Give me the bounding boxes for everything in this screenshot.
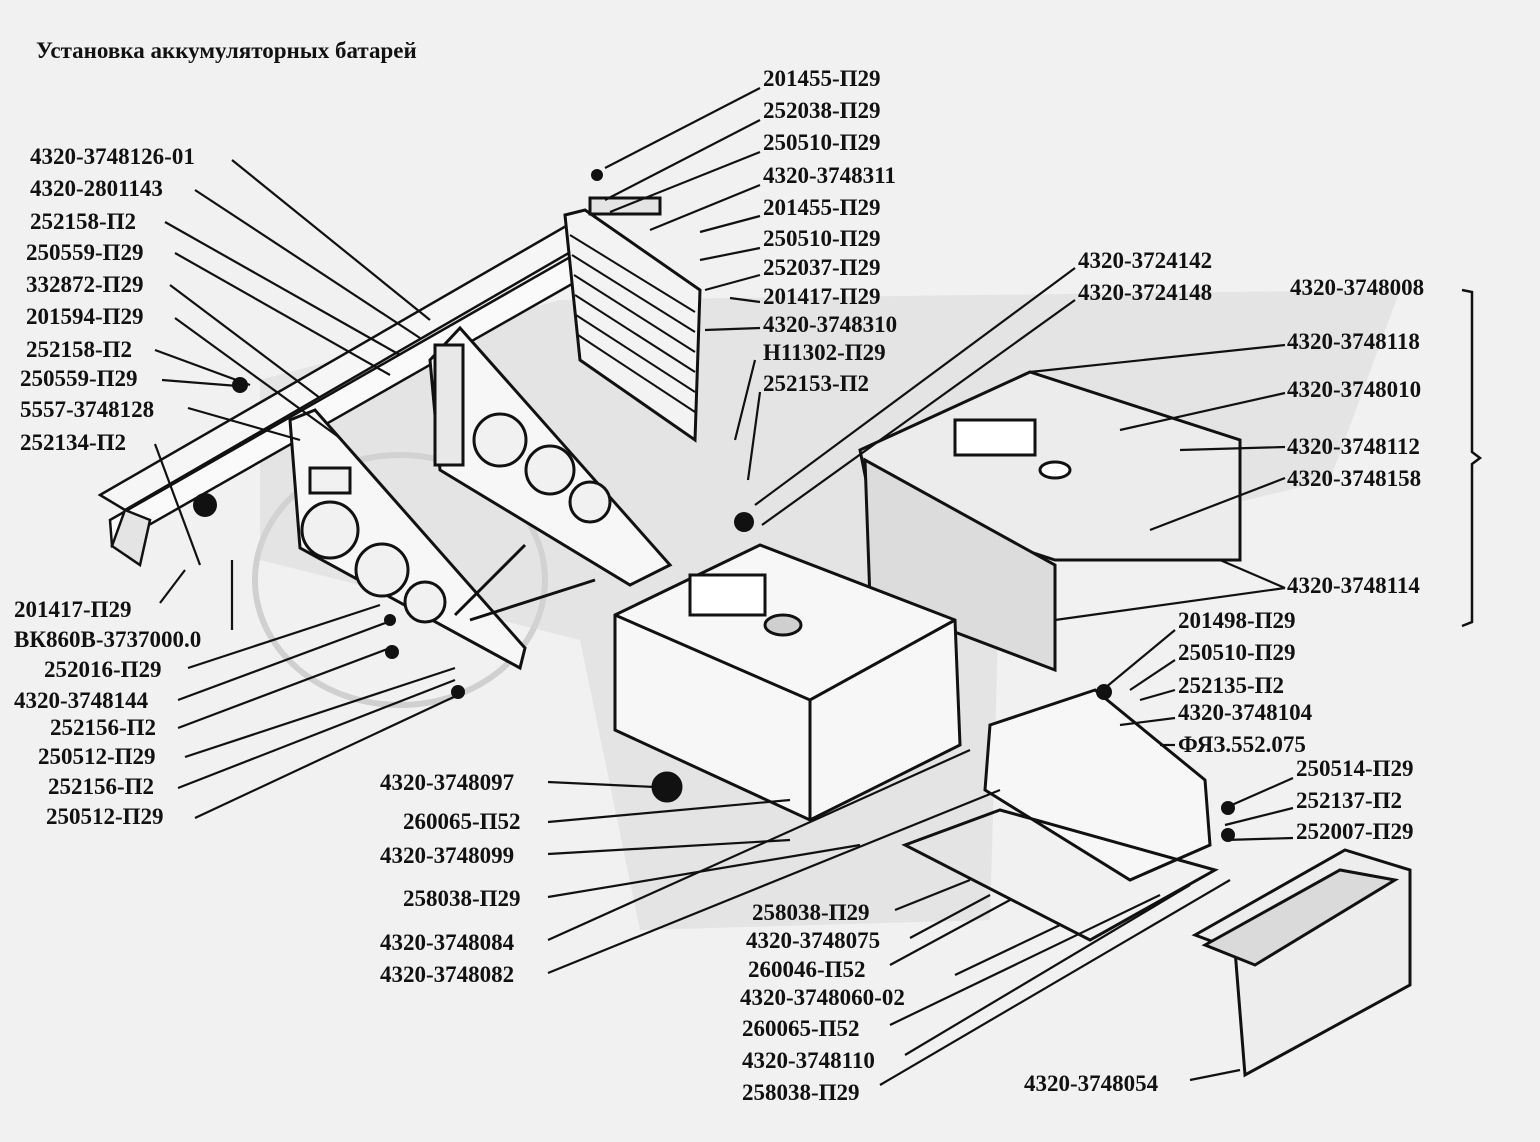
part-label: 250559-П29 <box>26 240 144 265</box>
part-label: 4320-3748104 <box>1178 700 1313 725</box>
part-label: 260046-П52 <box>748 957 866 982</box>
part-label: 252158-П2 <box>30 209 137 234</box>
frame-rail <box>97 216 608 568</box>
part-label: 252137-П2 <box>1296 788 1403 813</box>
part-label: 252135-П2 <box>1178 673 1285 698</box>
part-label: 252037-П29 <box>763 255 881 280</box>
part-label: 250512-П29 <box>38 744 156 769</box>
battery-tray <box>613 543 962 822</box>
part-label: 252156-П2 <box>50 715 157 740</box>
part-label: 252016-П29 <box>44 657 162 682</box>
part-label: 4320-3748008 <box>1290 275 1425 300</box>
part-label: 201417-П29 <box>14 597 132 622</box>
part-label: 4320-3748311 <box>763 163 896 188</box>
part-label: 250559-П29 <box>20 366 138 391</box>
part-label: 4320-3748082 <box>380 962 515 987</box>
part-label: 4320-3748097 <box>380 770 515 795</box>
part-label: 250510-П29 <box>1178 640 1296 665</box>
part-label: 4320-3748114 <box>1287 573 1420 598</box>
part-label: 4320-3748310 <box>763 312 898 337</box>
bracket-plate-left <box>288 408 596 671</box>
cover-panel <box>563 196 702 443</box>
battery-box-hood <box>858 370 1242 673</box>
battery-unit <box>901 688 1219 942</box>
page-title: Установка аккумуляторных батарей <box>36 38 417 63</box>
part-label: 250510-П29 <box>763 226 881 251</box>
battery-cover-lower <box>1191 848 1412 1078</box>
part-label: 258038-П29 <box>752 900 870 925</box>
part-label: 4320-3748084 <box>380 930 515 955</box>
part-label: 4320-2801143 <box>30 176 163 201</box>
part-label: 250510-П29 <box>763 130 881 155</box>
part-label: ФЯЗ.552.075 <box>1178 732 1306 757</box>
part-label: Н11302-П29 <box>763 340 886 365</box>
part-label: 252134-П2 <box>20 430 127 455</box>
part-label: 252156-П2 <box>48 774 155 799</box>
part-label: 332872-П29 <box>26 272 144 297</box>
part-label: 4320-3748112 <box>1287 434 1420 459</box>
part-label: 250512-П29 <box>46 804 164 829</box>
part-label: 258038-П29 <box>742 1080 860 1105</box>
leader-lines <box>153 87 1294 1086</box>
part-label: 201455-П29 <box>763 66 881 91</box>
part-label: 252158-П2 <box>26 337 133 362</box>
part-label: 258038-П29 <box>403 886 521 911</box>
part-label: 4320-3748126-01 <box>30 144 195 169</box>
part-label: 201498-П29 <box>1178 608 1296 633</box>
part-label: 4320-3748054 <box>1024 1071 1159 1096</box>
part-label: 260065-П52 <box>742 1016 860 1041</box>
part-label: 260065-П52 <box>403 809 521 834</box>
part-label: 201594-П29 <box>26 304 144 329</box>
bracket-plate-right <box>428 325 673 587</box>
part-label: 201455-П29 <box>763 195 881 220</box>
part-label: 4320-3748075 <box>746 928 881 953</box>
part-label: 4320-3748144 <box>14 688 149 713</box>
part-label: 252038-П29 <box>763 98 881 123</box>
part-label: 250514-П29 <box>1296 756 1414 781</box>
part-label: 252007-П29 <box>1296 819 1414 844</box>
part-label: ВК860В-3737000.0 <box>14 627 202 652</box>
part-label: 4320-3748010 <box>1287 377 1422 402</box>
part-label: 201417-П29 <box>763 284 881 309</box>
part-label: 4320-3748099 <box>380 843 515 868</box>
part-label: 252153-П2 <box>763 371 870 396</box>
bracket-brace <box>1461 288 1483 628</box>
part-label: 4320-3748158 <box>1287 466 1422 491</box>
part-label: 4320-3724148 <box>1078 280 1213 305</box>
part-label: 4320-3748118 <box>1287 329 1420 354</box>
part-label: 4320-3748110 <box>742 1048 875 1073</box>
part-label: 5557-3748128 <box>20 397 155 422</box>
part-label: 4320-3724142 <box>1078 248 1213 273</box>
part-label: 4320-3748060-02 <box>740 985 905 1010</box>
